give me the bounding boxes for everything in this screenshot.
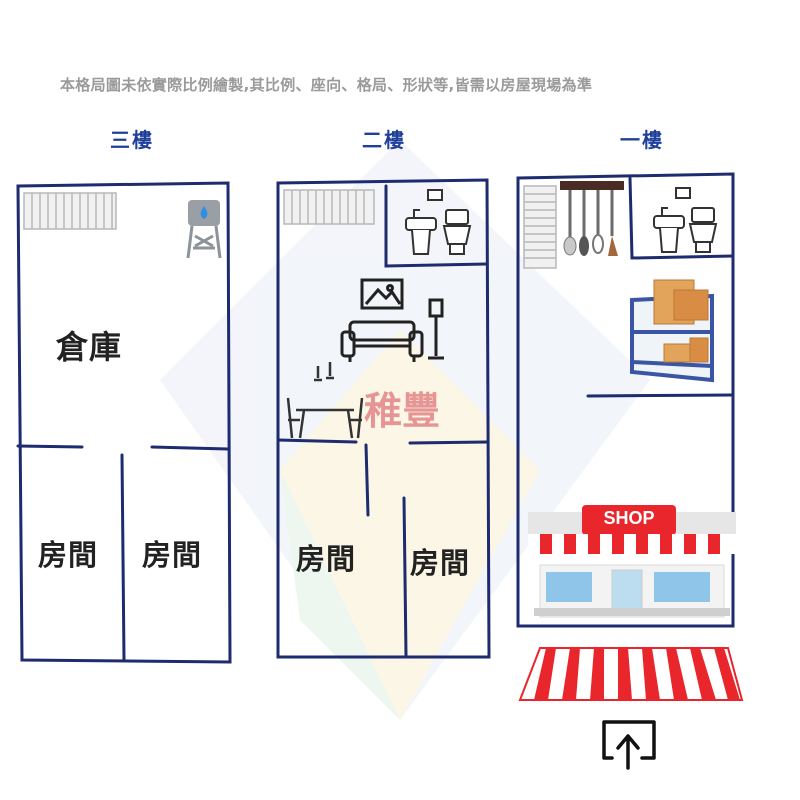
floor2-walls (276, 178, 491, 659)
shop-front-icon (528, 505, 736, 618)
room-storage-floor3: 倉庫 (56, 328, 123, 366)
room-bedroom-floor2-left: 房間 (296, 542, 357, 576)
water-tower-icon (186, 200, 222, 259)
kitchen-utensils-icon (560, 181, 624, 256)
shop-awning-small (528, 534, 736, 554)
floor1-walls (516, 172, 735, 628)
disclaimer-note: 本格局圖未依實際比例繪製,其比例、座向、格局、形狀等,皆需以房屋現場為準 (60, 76, 593, 94)
toilet-sink-icon (405, 189, 472, 255)
room-bedroom-floor3-left: 房間 (38, 538, 99, 572)
stairs-icon (283, 189, 375, 225)
toilet-sink-icon (653, 187, 718, 253)
dining-table-icon (286, 362, 364, 439)
storage-shelf-icon (630, 279, 714, 383)
room-bedroom-floor2-right: 房間 (410, 546, 471, 580)
floor2-label: 二樓 (362, 128, 406, 152)
stairs-icon (23, 192, 117, 230)
sofa-lamp-icon (340, 278, 444, 362)
watermark-text: 稚豐 (364, 388, 441, 433)
floor3-walls (16, 181, 232, 664)
floor1-label: 一樓 (620, 128, 664, 152)
awning-icon (518, 647, 744, 701)
floor3-label: 三樓 (110, 128, 154, 152)
stairs-icon (523, 185, 557, 269)
shop-sign: SHOP (603, 508, 655, 528)
room-bedroom-floor3-right: 房間 (142, 538, 203, 572)
entrance-arrow-icon (602, 720, 656, 770)
